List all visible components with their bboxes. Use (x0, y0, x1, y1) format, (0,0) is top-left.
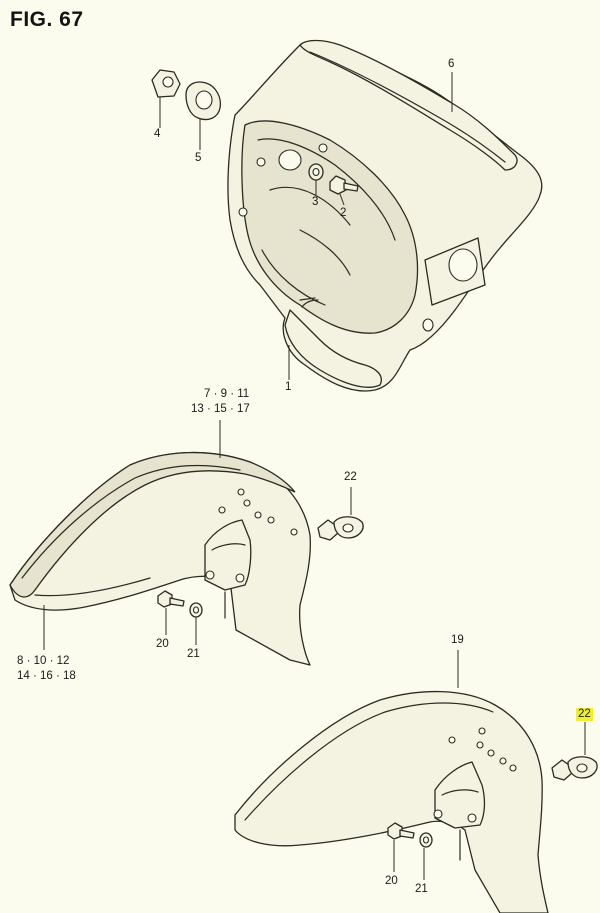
washer-part-21-upper (189, 602, 203, 618)
label-part-2: 2 (340, 207, 347, 219)
label-part-1: 1 (285, 381, 292, 393)
upper-front-fender (9, 451, 311, 666)
label-part-20-lower: 20 (385, 875, 398, 887)
label-part-4: 4 (154, 128, 161, 140)
label-part-21-lower: 21 (415, 883, 428, 895)
headlight-housing (227, 39, 543, 392)
label-part-22-lower: 22 (576, 708, 593, 721)
leader-2 (339, 193, 345, 206)
clip-part-22-upper (317, 516, 364, 541)
label-parts-14-16-18: 14 · 16 · 18 (17, 670, 76, 682)
washer-part-21-lower (419, 832, 433, 848)
label-part-20-upper: 20 (156, 638, 169, 650)
label-part-19: 19 (451, 634, 464, 646)
bolt-part-20-upper (157, 590, 185, 608)
clip-part-22-lower (551, 756, 598, 781)
label-parts-13-15-17: 13 · 15 · 17 (191, 403, 250, 415)
figure-title: FIG. 67 (10, 8, 84, 31)
nut-part-4 (151, 69, 181, 98)
label-part-5: 5 (195, 152, 202, 164)
label-part-3: 3 (312, 196, 319, 208)
label-part-21-upper: 21 (187, 648, 200, 660)
bolt-part-20-lower (387, 822, 415, 840)
bolt-part-2 (329, 175, 359, 195)
label-parts-7-9-11: 7 · 9 · 11 (204, 388, 250, 400)
label-parts-8-10-12: 8 · 10 · 12 (17, 655, 70, 667)
grommet-part-5 (185, 81, 222, 121)
washer-part-3 (308, 163, 324, 181)
lower-front-fender (234, 690, 549, 913)
label-part-22-upper: 22 (344, 471, 357, 483)
label-part-6: 6 (448, 58, 455, 70)
